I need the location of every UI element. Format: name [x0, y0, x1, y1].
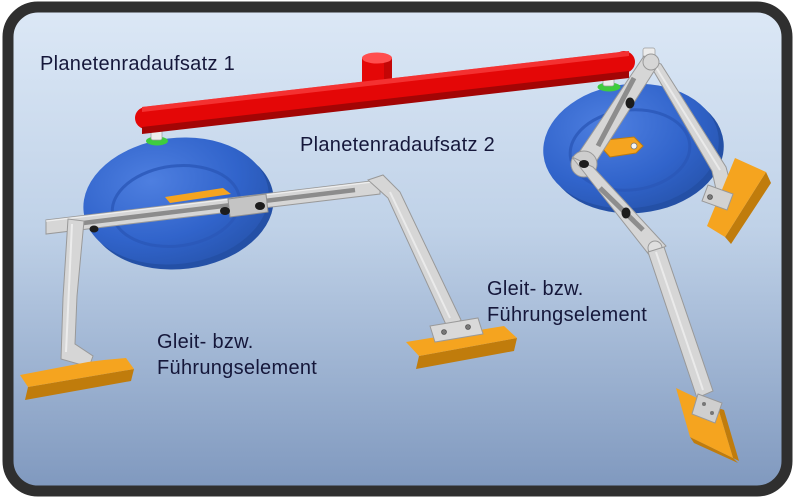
crank-wheel-1	[165, 188, 231, 203]
left-foot-front-face	[25, 369, 134, 400]
vertex-joint	[642, 53, 660, 71]
middle-bracket-screw-left	[441, 329, 447, 335]
leg-middle-highlight	[389, 191, 451, 319]
bar-top-highlight	[142, 51, 629, 112]
label-planetenradaufsatz-1: Planetenradaufsatz 1	[40, 53, 236, 75]
bar-stub-cap	[362, 52, 392, 64]
leg-right-highlight	[655, 251, 704, 391]
lower-foot-bottom-edge	[690, 437, 738, 463]
leg-left-highlight	[65, 223, 73, 353]
glide-element-right-upper-foot	[701, 158, 771, 244]
label-gleit-right-line1: Gleit- bzw.	[487, 278, 584, 300]
lower-bracket-screw-b	[710, 411, 714, 415]
middle-foot-front-face	[416, 338, 517, 369]
connecting-bar-red	[135, 51, 635, 134]
arm-slot-upper	[595, 76, 637, 148]
label-gleit-fuehrungselement-left: Gleit- bzw. Führungselement	[157, 329, 317, 381]
slider-linkage-1	[45, 179, 381, 235]
leg-left-rod	[60, 218, 94, 368]
label-gleit-fuehrungselement-right: Gleit- bzw. Führungselement	[487, 276, 647, 328]
joint-pins	[89, 97, 635, 233]
leg-left	[60, 218, 94, 368]
middle-foot-bracket	[429, 317, 484, 343]
leg-middle	[367, 174, 462, 330]
pin-slider-b	[255, 202, 265, 210]
linkage-2	[570, 53, 771, 399]
label-gleit-left-line2: Führungselement	[157, 357, 318, 379]
glide-element-right-lower-foot	[676, 388, 739, 463]
slider-highlight	[45, 180, 381, 222]
pin-arm-lower	[621, 207, 631, 219]
arm-slot-lower	[598, 186, 645, 232]
middle-foot-top-face	[406, 326, 517, 356]
pin-slider-a	[220, 207, 230, 215]
lower-foot-bracket	[691, 393, 723, 424]
left-foot-top-face	[20, 358, 134, 387]
glide-element-middle-foot	[406, 317, 517, 369]
upper-foot-bracket	[701, 184, 734, 211]
lower-foot-right-edge	[718, 408, 739, 461]
lower-foot-top-face	[676, 388, 733, 458]
slider-slot	[74, 187, 356, 227]
upper-bracket-screw	[707, 194, 713, 200]
pin-arm-upper	[625, 97, 635, 109]
label-gleit-right-line2: Führungselement	[487, 304, 648, 326]
pin-left-end	[89, 225, 99, 233]
upper-foot-top-face	[707, 158, 766, 237]
upper-foot-edge-face	[725, 172, 771, 244]
middle-bracket-screw-right	[465, 324, 471, 330]
pin-elbow	[579, 160, 589, 168]
label-planetenradaufsatz-2: Planetenradaufsatz 2	[300, 134, 496, 156]
glide-element-left-foot	[20, 358, 134, 400]
bar-stub-shade	[384, 58, 392, 86]
lower-bracket-screw-a	[702, 402, 706, 406]
arm-upper-right-highlight	[653, 63, 721, 171]
label-gleit-left-line1: Gleit- bzw.	[157, 331, 254, 353]
crank-hole	[630, 142, 638, 150]
